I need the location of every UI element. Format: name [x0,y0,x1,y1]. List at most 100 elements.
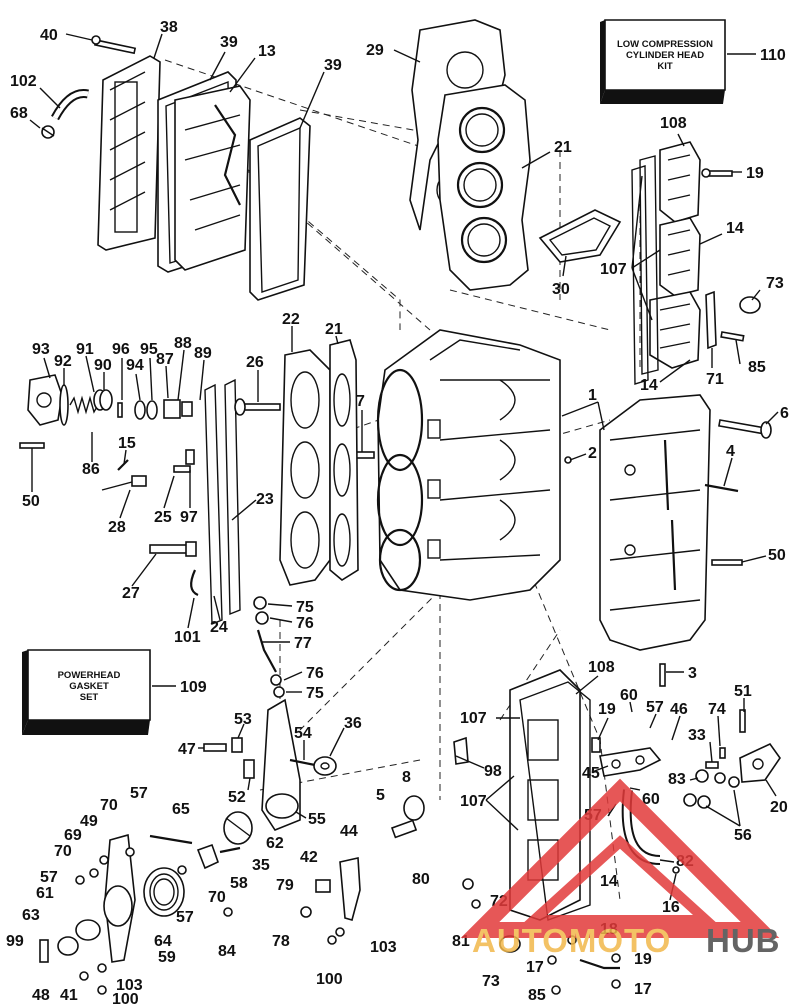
callout-label: 22 [282,311,300,328]
callout-label: 44 [340,823,358,840]
callout-label: 73 [482,973,500,990]
plate-45-46 [599,747,662,777]
spark-plug-27 [149,541,197,557]
link-rod-77 [256,629,277,673]
callout-label: 54 [294,725,312,742]
callout-label: 71 [706,371,724,388]
callout-label: 14 [640,377,658,394]
callout-label: 84 [218,943,236,960]
bolt-50-right [711,559,743,566]
callout-label: 58 [230,875,248,892]
bushing-73-top [739,296,761,314]
arm-44 [339,857,361,921]
callout-label: 91 [76,341,94,358]
callout-label: 107 [460,710,487,727]
cylinder-block-1 [376,329,561,601]
callout-label: 42 [300,849,318,866]
callout-label: 33 [688,727,706,744]
callout-label: 95 [140,341,158,358]
callout-label: 14 [726,220,744,237]
gasket-line-1: POWERHEAD [58,670,121,681]
callout-label: 46 [670,701,688,718]
bushing-52 [243,759,255,779]
callout-label: 41 [60,987,78,1004]
callout-label: 3 [688,665,697,682]
callout-label: 85 [748,359,766,376]
callout-label: 65 [172,801,190,818]
bolt-99 [39,939,49,963]
spring-86 [69,395,99,415]
callout-label: 101 [174,629,201,646]
bracket-98 [453,736,469,765]
callout-label: 103 [116,977,143,994]
head-gasket-21-top [437,84,531,291]
callout-label: 78 [272,933,290,950]
bolt-6 [718,419,772,439]
callout-label: 76 [306,665,324,682]
callout-label: 110 [760,47,786,64]
callout-label: 99 [6,933,24,950]
callout-label: 6 [780,405,789,422]
callout-label: 25 [154,509,172,526]
callout-label: 59 [158,949,176,966]
callout-label: 57 [130,785,148,802]
callout-label: 70 [100,797,118,814]
callout-label: 35 [252,857,270,874]
callout-label: 55 [308,811,326,828]
bushing-53 [231,737,243,753]
callout-label: 107 [460,793,487,810]
callout-label: 87 [156,351,174,368]
bolt-26 [234,398,281,416]
callout-label: 24 [210,619,228,636]
callout-label: 107 [600,261,627,278]
screw-35 [219,846,241,854]
callout-label: 30 [552,281,570,298]
callout-label: 94 [126,357,144,374]
block-58 [196,843,219,870]
sensor-28 [101,475,147,491]
nuts-75-76 [253,596,285,698]
callout-label: 14 [600,873,618,890]
callout-label: 20 [770,799,788,816]
reed-gasket-107-lower [519,681,591,921]
roller-42-79 [300,879,331,918]
callout-label: 50 [768,547,786,564]
callout-label: 51 [734,683,752,700]
watermark-logo: AUTOMOTO HUB [460,778,780,959]
callout-label: 74 [708,701,726,718]
washer-63 [57,936,79,956]
callout-label: 80 [412,871,430,888]
callout-label: 4 [726,443,735,460]
gasket-92 [59,384,69,426]
leader-lines [29,33,779,901]
stud-4 [704,483,739,493]
callout-label: 62 [266,835,284,852]
callout-label: 17 [526,959,544,976]
lever-59 [103,833,136,963]
ring-64 [143,867,185,917]
callout-label: 96 [112,341,130,358]
low-compression-kit-box: LOW COMPRESSION CYLINDER HEAD KIT [600,19,726,104]
callout-label: 36 [344,715,362,732]
callout-label: 56 [734,827,752,844]
stud-3 [659,663,666,687]
kit-line-3: KIT [657,61,673,72]
callout-label: 98 [484,763,502,780]
callout-label: 40 [40,27,58,44]
exhaust-baffle-13 [174,85,251,271]
callout-label: 23 [256,491,274,508]
callout-label: 92 [54,353,72,370]
cylinder-head-22 [279,349,331,586]
callout-label: 100 [112,991,139,1004]
gasket-line-2: GASKET [69,681,109,692]
callout-label: 90 [94,357,112,374]
reed-block-108 [659,141,701,223]
callout-label: 52 [228,789,246,806]
head-gasket-21-left [329,339,359,581]
nuts-100-103 [327,927,345,945]
callout-label: 17 [634,981,652,998]
throttle-arm-55 [261,698,301,831]
callout-label: 50 [22,493,40,510]
washer-36 [313,756,337,776]
